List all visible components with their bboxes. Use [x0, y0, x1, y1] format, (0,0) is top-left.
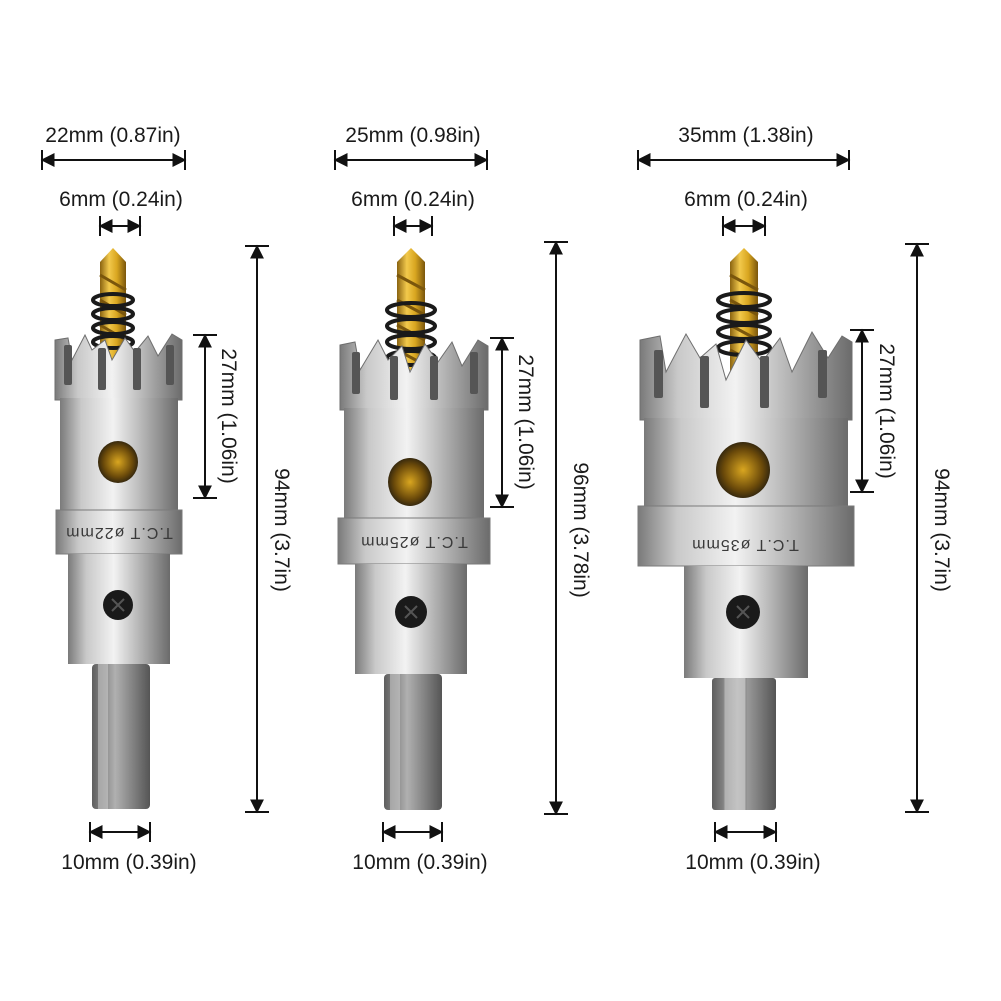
- cutter-teeth: [339, 338, 489, 411]
- carbide-tips: [64, 345, 174, 390]
- cutter-25: T.C.T ø25mm 25mm (0.98in) 6mm (0.24in) 2…: [333, 124, 592, 874]
- hex-shank: [712, 678, 776, 810]
- side-slot: [388, 458, 432, 506]
- engraving-text: T.C.T ø22mm: [65, 524, 173, 541]
- side-slot: [98, 441, 138, 483]
- carbide-tips: [352, 352, 478, 400]
- engraving-text: T.C.T ø35mm: [691, 536, 799, 553]
- drill-diameter-label: 6mm (0.24in): [684, 188, 808, 211]
- total-length-label: 96mm (3.78in): [569, 462, 592, 597]
- total-length-label: 94mm (3.7in): [930, 468, 953, 592]
- outer-diameter-label: 25mm (0.98in): [345, 124, 480, 147]
- outer-diameter-label: 22mm (0.87in): [45, 124, 180, 147]
- cutter-22: T.C.T ø22mm 22mm (0.87in) 6mm (0.24in) 2…: [40, 124, 293, 874]
- total-length-label: 94mm (3.7in): [270, 468, 293, 592]
- engraved-collar: [55, 509, 183, 555]
- drill-diameter-label: 6mm (0.24in): [59, 188, 183, 211]
- cutter-teeth: [639, 330, 853, 421]
- shank-diameter-label: 10mm (0.39in): [352, 851, 487, 874]
- cutter-teeth: [54, 333, 183, 401]
- side-slot: [716, 442, 770, 498]
- spring-icon: [91, 292, 135, 350]
- drill-diameter-label: 6mm (0.24in): [351, 188, 475, 211]
- engraved-collar: [337, 517, 491, 565]
- cut-depth-label: 27mm (1.06in): [875, 343, 898, 478]
- drill-bit-icon: [396, 248, 426, 370]
- carbide-tips: [654, 350, 827, 408]
- engraved-collar: [637, 505, 855, 567]
- engraving-text: T.C.T ø25mm: [360, 533, 468, 550]
- cutter-35: T.C.T ø35mm 35mm (1.38in) 6mm (0.24in) 2…: [636, 124, 953, 874]
- cut-depth-label: 27mm (1.06in): [217, 348, 240, 483]
- shank-diameter-label: 10mm (0.39in): [685, 851, 820, 874]
- shank-diameter-label: 10mm (0.39in): [61, 851, 196, 874]
- spring-icon: [716, 291, 772, 357]
- cut-depth-label: 27mm (1.06in): [514, 354, 537, 489]
- outer-diameter-label: 35mm (1.38in): [678, 124, 813, 147]
